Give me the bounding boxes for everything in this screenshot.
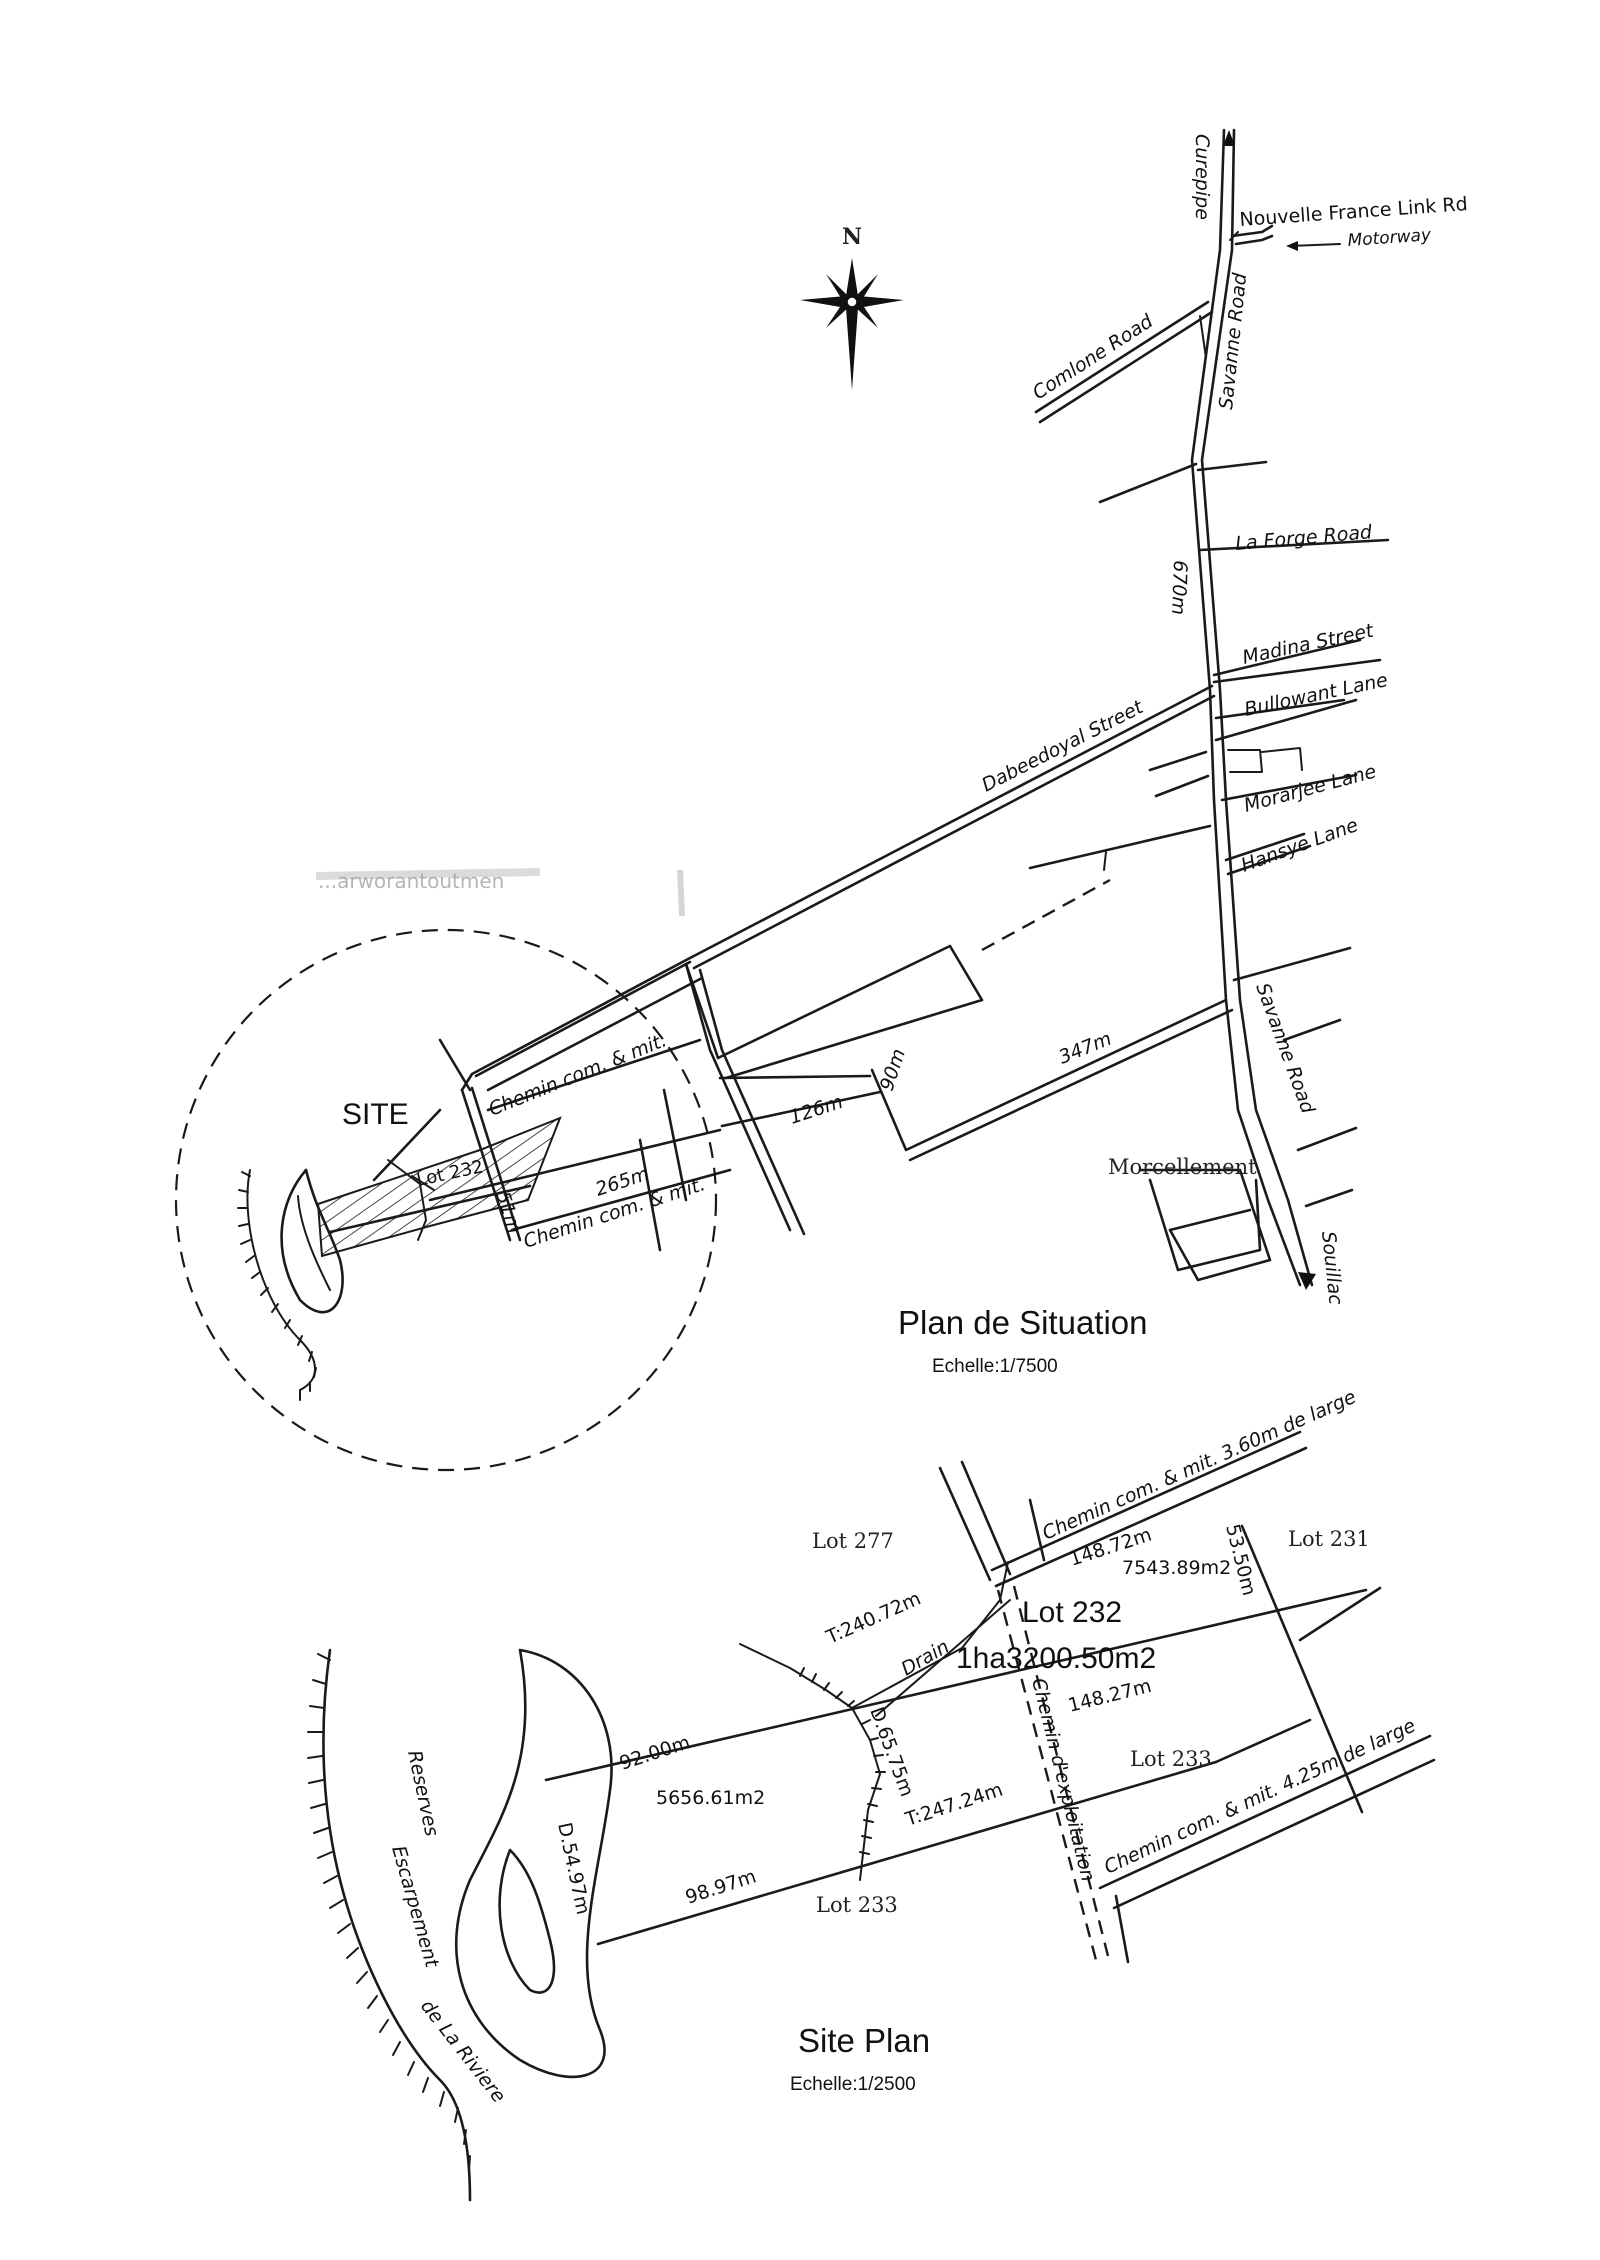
label-east-area: 7543.89m2 — [1122, 1557, 1231, 1579]
label-motorway: Motorway — [1347, 225, 1433, 251]
label-reserves: Reserves — [403, 1748, 443, 1838]
parcel-east-boundary — [1240, 1524, 1364, 1814]
label-lot-233-right: Lot 233 — [1130, 1747, 1212, 1771]
drain-line — [739, 1643, 881, 1881]
label-curepipe: Curepipe — [1191, 134, 1213, 220]
label-90m: 90m — [876, 1046, 910, 1093]
label-site: SITE — [342, 1098, 409, 1131]
north-label: N — [842, 224, 862, 250]
label-lot-232-site: Lot 232 — [1022, 1596, 1122, 1629]
label-dabeedoyal-street: Dabeedoyal Street — [978, 695, 1148, 796]
label-t247: T:247.24m — [902, 1779, 1006, 1831]
label-savanne-road-north: Savanne Road — [1215, 271, 1251, 410]
north-arrow-icon — [800, 258, 904, 390]
label-d54-97: D.54.97m — [553, 1820, 594, 1916]
site-chemin-top — [990, 1430, 1302, 1572]
escarpment-line — [322, 1648, 472, 2202]
escarpment-ticks-situation — [237, 1169, 317, 1401]
chemin-exploitation-line-a — [996, 1589, 1098, 1961]
situation-plan-roads — [428, 128, 1390, 1290]
label-126m: 126m — [787, 1091, 846, 1129]
label-escarpement: Escarpement — [387, 1843, 443, 1971]
site-plan-drawing — [307, 1430, 1436, 2202]
escarpment-ticks-site — [307, 1653, 471, 2197]
label-lot-233-bottom: Lot 233 — [816, 1893, 898, 1917]
label-98-97: 98.97m — [683, 1865, 759, 1908]
label-347m: 347m — [1056, 1028, 1115, 1069]
comlone-road — [1034, 300, 1210, 414]
chemin-upper — [474, 960, 692, 1078]
label-92-00: 92.00m — [617, 1731, 693, 1774]
label-lot-277: Lot 277 — [812, 1529, 894, 1553]
label-west-area: 5656.61m2 — [656, 1787, 765, 1809]
label-souillac: Souillac — [1317, 1230, 1347, 1306]
road-vertical-a — [684, 962, 792, 1232]
side-road-east-3 — [1296, 1126, 1358, 1152]
motorway-arrow-icon — [1289, 243, 1341, 247]
label-madina-street: Madina Street — [1240, 619, 1376, 669]
label-670m: 670m — [1167, 560, 1191, 616]
label-hansye-lane: Hansye Lane — [1238, 814, 1361, 877]
site-chemin-bottom — [1098, 1734, 1432, 1890]
loop-road — [684, 944, 984, 1080]
label-bullowant-lane: Bullowant Lane — [1242, 669, 1389, 721]
label-148-27: 148.27m — [1066, 1675, 1154, 1717]
side-road-1 — [1098, 462, 1198, 504]
situation-river — [280, 1168, 344, 1314]
site-plan-title: Site Plan — [798, 2022, 930, 2059]
dabeedoyal-street — [460, 684, 1214, 1092]
label-savanne-road-south: Savanne Road — [1251, 980, 1319, 1117]
site-vertical-road-left — [938, 1466, 992, 1582]
label-lot-231: Lot 231 — [1288, 1527, 1370, 1551]
label-chemin-bottom: Chemin com. & mit. 4.25m de large — [1101, 1715, 1419, 1879]
smudged-text: ...arworantoutmen — [318, 869, 504, 893]
la-forge-road — [1198, 538, 1390, 552]
label-t240: T:240.72m — [822, 1587, 924, 1649]
road-347m — [870, 998, 1228, 1152]
dashed-road — [981, 878, 1111, 952]
road-vertical-b — [638, 1138, 662, 1252]
road-126m — [718, 1074, 872, 1080]
madina-street — [1212, 638, 1362, 677]
site-location-circle — [174, 928, 718, 1472]
label-morcellement: Morcellement — [1108, 1155, 1257, 1179]
label-total-area: 1ha3200.50m2 — [956, 1642, 1156, 1675]
label-chemin-top: Chemin com. & mit. 3.60m de large — [1039, 1386, 1359, 1545]
label-riviere: de La Riviere — [416, 1996, 510, 2107]
situation-plan-title: Plan de Situation — [898, 1304, 1148, 1341]
label-la-forge-road: La Forge Road — [1235, 521, 1374, 555]
drain-ticks — [799, 1667, 886, 1855]
label-comlone-road: Comlone Road — [1029, 310, 1158, 404]
side-road-east-2 — [1282, 1018, 1342, 1042]
site-river-island — [498, 1848, 556, 1994]
parcel-north-boundary — [544, 1588, 1368, 1782]
side-road-west-1 — [1028, 824, 1212, 870]
morcellement-road — [1138, 1168, 1272, 1282]
site-plan-scale: Echelle:1/2500 — [790, 2074, 916, 2095]
parcel-south-boundary — [596, 1760, 1218, 1946]
label-nouvelle-france: Nouvelle France Link Rd — [1239, 193, 1469, 231]
morarjee-lane — [1220, 773, 1358, 802]
bullowant-lane — [1214, 698, 1346, 720]
site-river-outer — [454, 1648, 613, 2079]
hansye-lane — [1224, 832, 1306, 862]
nouvelle-france-link-road — [1230, 224, 1274, 238]
side-road-east-4 — [1304, 1188, 1354, 1208]
savanne-road-west-edge — [1190, 128, 1302, 1287]
side-road-east-1 — [1232, 946, 1352, 982]
situation-plan-scale: Echelle:1/7500 — [932, 1356, 1058, 1377]
